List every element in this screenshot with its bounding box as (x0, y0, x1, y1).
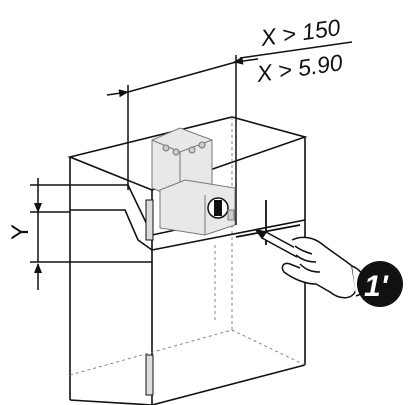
dimension-fraction-bar (239, 41, 353, 59)
dimension-height-label: Y (7, 224, 34, 240)
dimension-y (30, 178, 152, 290)
dimension-x-line (106, 55, 259, 225)
hand-with-pencil-icon (254, 228, 368, 299)
enclosure-hidden-edges (69, 117, 306, 376)
hinge-lower (145, 354, 154, 396)
step-badge: 1' (357, 261, 403, 307)
hinge-upper (145, 199, 154, 241)
dimension-x-labels: X > 150 X > 5.90 (239, 14, 353, 87)
dimension-imperial-label: X > 5.90 (254, 49, 344, 87)
motor-starter-device (151, 127, 236, 236)
step-badge-label: 1' (364, 270, 389, 303)
